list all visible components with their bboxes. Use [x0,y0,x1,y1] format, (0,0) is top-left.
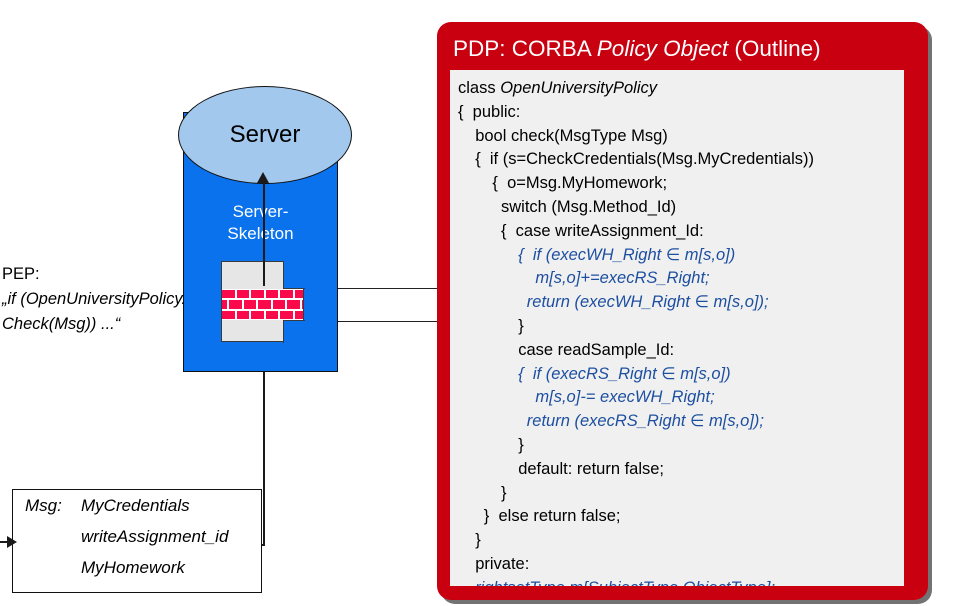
firewall-brick [236,290,249,299]
code-line: rightsetType m[SubjectType,ObjectType]; [458,577,904,586]
firewall-brick-row [222,310,303,319]
skeleton-notch-bottom [283,320,305,343]
pdp-title-prefix: PDP: CORBA [453,36,597,61]
code-line: } [501,483,507,502]
firewall-brick-row [222,290,303,299]
upward-flow-line [263,176,265,286]
firewall-brick [251,310,264,319]
message-value-0: MyCredentials [81,496,190,515]
message-row: MyHomework [13,552,261,583]
code-line: return (execRS_Right ∈ m[s,o]); [526,412,764,431]
firewall-brick [222,290,235,299]
firewall-brick-icon [222,289,303,320]
server-skeleton-label-line-1: Server- [232,202,289,221]
pep-code-line-2: Check(Msg)) ...“ [2,315,121,333]
upward-flow-arrowhead-icon [257,172,269,183]
firewall-brick [287,300,300,309]
server-label: Server [229,121,301,148]
firewall-brick [243,300,257,309]
code-line: m[s,o]-= execWH_Right; [535,388,715,407]
code-line: { case writeAssignment_Id: [501,221,704,240]
code-line: m[s,o]+=execRS_Right; [535,269,710,288]
firewall-brick [294,290,303,299]
code-identifier: OpenUniversityPolicy [500,79,657,97]
firewall-brick [236,310,249,319]
code-line: } [518,435,524,454]
pdp-title-suffix: (Outline) [728,36,821,61]
downward-flow-line [263,320,265,546]
message-box: Msg: MyCredentials writeAssignment_id My… [12,489,262,593]
firewall-brick [222,310,235,319]
code-line: class OpenUniversityPolicy [458,77,904,101]
code-keyword: class [458,79,501,97]
code-line: bool check(MsgType Msg) [475,126,668,145]
message-value-1: writeAssignment_id [81,527,229,546]
code-line: switch (Msg.Method_Id) [501,197,677,216]
message-value-2: MyHomework [81,558,185,577]
incoming-message-arrowhead-icon [7,536,17,548]
pdp-policy-object-panel: PDP: CORBA Policy Object (Outline) class… [437,22,928,600]
code-line: { if (s=CheckCredentials(Msg.MyCredentia… [475,150,815,169]
firewall-brick [265,310,278,319]
firewall-brick [301,300,303,309]
code-line: { if (execWH_Right ∈ m[s,o]) [518,245,736,264]
message-key-spacer [13,521,81,552]
server-skeleton-label-line-2: Skeleton [227,224,294,243]
message-key-spacer [13,552,81,583]
code-line: return (execWH_Right ∈ m[s,o]); [526,293,769,312]
firewall-brick-row [222,300,303,309]
code-line: } [475,531,481,550]
firewall-brick [280,290,293,299]
code-line: default: return false; [518,459,665,478]
policy-code-listing: class OpenUniversityPolicy{ public:bool … [450,70,904,586]
pdp-title-emphasis: Policy Object [596,36,729,61]
firewall-brick [280,310,293,319]
firewall-brick [272,300,286,309]
skeleton-notch-top [283,261,305,289]
pdp-panel-title: PDP: CORBA Policy Object (Outline) [453,36,918,62]
firewall-brick [258,300,271,309]
firewall-brick [222,300,228,309]
server-ellipse: Server [178,86,352,184]
code-line: } [518,316,524,335]
firewall-brick [251,290,264,299]
code-line: { o=Msg.MyHomework; [492,174,668,193]
policy-code-area: class OpenUniversityPolicy{ public:bool … [450,70,904,586]
pep-annotation: PEP: „if (OpenUniversityPolicy. Check(Ms… [2,262,232,337]
firewall-brick [265,290,278,299]
code-line: { if (execRS_Right ∈ m[s,o]) [518,364,731,383]
code-line: } else return false; [483,507,621,526]
code-line: { public: [458,102,521,121]
server-skeleton-label: Server- Skeleton [183,201,338,245]
pep-label: PEP: [2,265,40,283]
firewall-brick [229,300,242,309]
message-row: Msg: MyCredentials [13,490,261,521]
code-line: private: [475,554,530,573]
firewall-brick [294,310,303,319]
code-line: case readSample_Id: [518,340,675,359]
message-row: writeAssignment_id [13,521,261,552]
pep-code-line-1: „if (OpenUniversityPolicy. [2,290,186,308]
message-key-label: Msg: [25,496,62,515]
